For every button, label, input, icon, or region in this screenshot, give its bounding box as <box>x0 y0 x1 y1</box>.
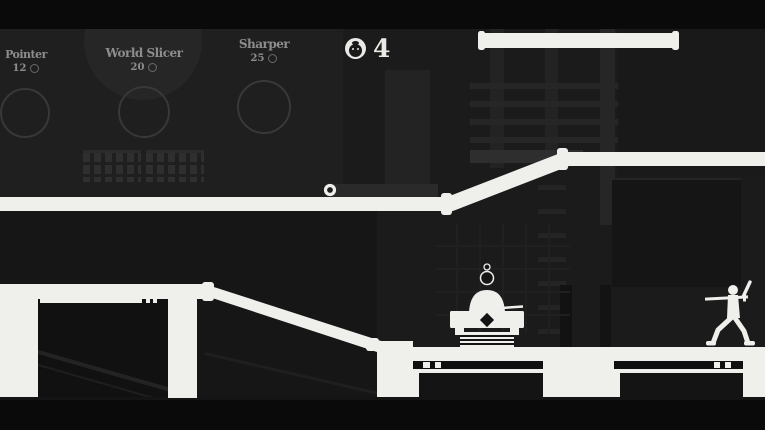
background-panel <box>612 178 741 287</box>
shop-item-name: Pointer <box>5 48 47 61</box>
player-head <box>728 285 738 295</box>
floor-slot-notch <box>435 362 441 368</box>
beam-cap <box>672 31 679 50</box>
player-foot <box>706 341 716 346</box>
coin-icon <box>30 64 40 73</box>
merchant-topknot <box>483 263 491 271</box>
shop-item-price: 12 <box>12 63 27 74</box>
floor-opening <box>620 373 743 397</box>
table-diamond-emblem <box>479 312 495 328</box>
table-leg <box>455 328 464 335</box>
ring-collectible[interactable] <box>323 183 337 197</box>
background-building-windows <box>146 153 204 182</box>
shop-item-price: 20 <box>130 62 145 73</box>
letterbox-top <box>0 0 765 29</box>
gate-doorway-opening <box>38 299 168 397</box>
shop-item-sharper-slot[interactable] <box>237 80 291 134</box>
shop-item-pointer-slot[interactable] <box>0 88 50 138</box>
player-character <box>704 280 755 346</box>
gate-post-left <box>0 284 38 397</box>
merchant-head <box>479 270 495 286</box>
coin-icon <box>268 54 278 63</box>
currency-count: 4 <box>373 34 391 63</box>
gate-post-right <box>168 284 197 398</box>
platform-top-right <box>481 33 677 48</box>
player-front-leg <box>710 315 734 346</box>
shop-item-name: World Slicer <box>105 46 184 60</box>
platform-joint <box>441 193 452 215</box>
floor-slot-notch <box>714 362 720 368</box>
floor-slot-notch <box>423 362 430 368</box>
coin-icon <box>148 63 158 72</box>
shop-item-world-slicer[interactable]: World Slicer 20 <box>97 46 191 73</box>
ramp-foot-cap <box>366 338 379 351</box>
background-building-windows <box>83 153 141 182</box>
floor-slot-notch <box>725 362 731 368</box>
platform-mid <box>0 152 765 211</box>
shop-item-name: Sharper <box>238 37 290 51</box>
gate-lintel-dot <box>153 299 157 303</box>
letterbox-bottom <box>0 400 765 430</box>
player-arm-raised <box>741 280 752 299</box>
background-building-roof <box>83 150 141 153</box>
shop-item-world-slicer-slot[interactable] <box>118 86 170 138</box>
merchant-character <box>469 263 524 312</box>
player-foot <box>744 341 755 346</box>
background-building-roof <box>146 150 204 153</box>
player-torso <box>727 295 740 318</box>
background-panel <box>618 29 765 175</box>
table-leg <box>510 328 519 335</box>
gate-lintel-line <box>40 299 142 303</box>
platform-joint <box>557 148 568 170</box>
bench-stripe <box>460 343 514 345</box>
oni-head-icon <box>345 38 366 59</box>
currency-counter: 4 <box>345 34 391 63</box>
ground-shadow-strip <box>0 397 765 400</box>
gate-lintel-dot <box>146 299 150 303</box>
background-post <box>600 285 611 347</box>
ramp <box>203 285 381 352</box>
bench-stripe <box>460 339 514 341</box>
sword-on-table <box>501 305 524 310</box>
background-lattice <box>470 83 618 147</box>
bench-stripe <box>460 335 514 337</box>
background-band <box>333 184 438 197</box>
player-back-leg <box>732 315 751 346</box>
floor-slot <box>614 361 743 369</box>
shop-item-pointer[interactable]: Pointer 12 <box>2 48 50 74</box>
background-pillar <box>385 70 430 197</box>
floor-opening <box>419 373 543 397</box>
shop-item-sharper[interactable]: Sharper 25 <box>238 37 290 64</box>
shop-item-price: 25 <box>250 53 265 64</box>
beam-cap <box>478 31 485 50</box>
floor-slot <box>413 361 543 369</box>
gate-beam <box>0 284 211 299</box>
